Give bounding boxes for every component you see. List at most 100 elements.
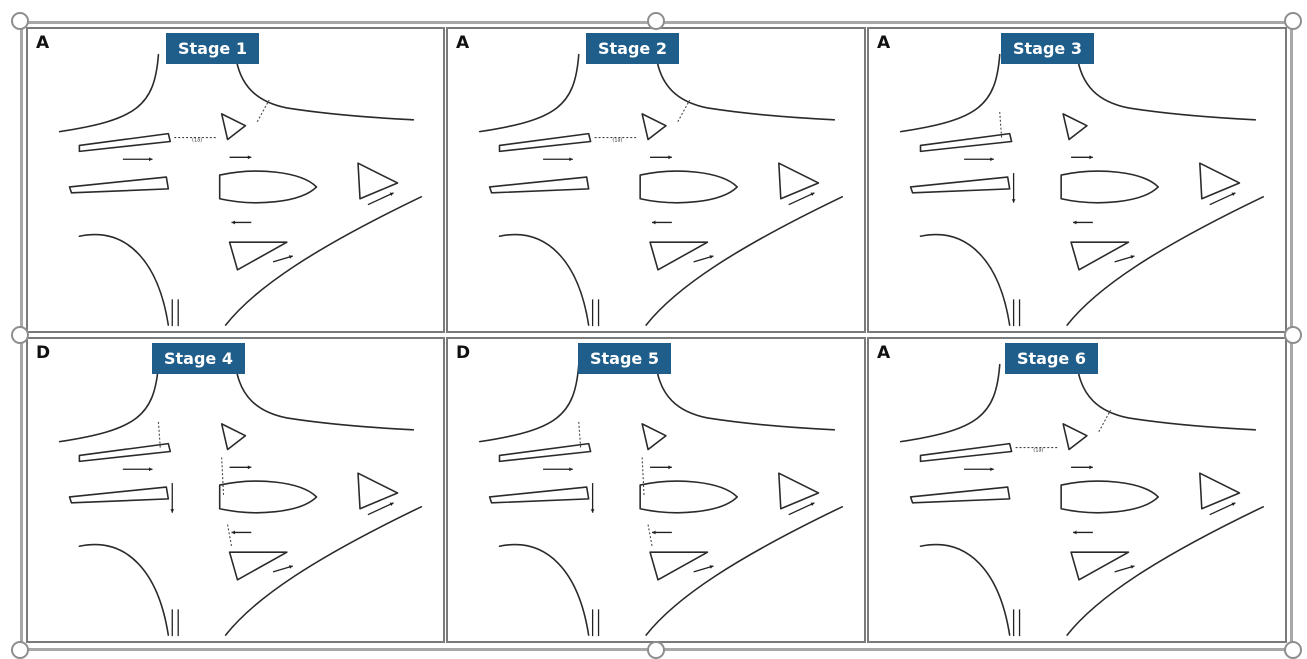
road-edge-upper-right	[1077, 365, 1255, 430]
road-edge-upper-right	[236, 55, 414, 120]
phase-label: (1a)	[192, 138, 202, 144]
stage-panel: (1a) A Stage 1	[26, 27, 445, 333]
traffic-arrowhead	[652, 221, 655, 225]
stage-label: Stage 2	[586, 33, 679, 64]
traffic-island	[500, 444, 591, 462]
traffic-lane-marks	[1014, 609, 1020, 636]
selection-handle-top-left[interactable]	[11, 12, 29, 30]
traffic-island	[1063, 114, 1087, 140]
traffic-island	[70, 177, 169, 193]
intersection-drawing: (1a)	[869, 339, 1285, 641]
traffic-island	[640, 481, 737, 513]
pedestrian-crossing-dashes	[648, 525, 652, 547]
selection-handle-middle-right[interactable]	[1284, 326, 1302, 344]
traffic-island	[500, 134, 591, 152]
road-edge-upper-right	[1077, 55, 1255, 120]
traffic-island	[222, 114, 246, 140]
traffic-arrowhead	[232, 221, 235, 225]
traffic-island	[650, 552, 707, 580]
pedestrian-crossing-dashes	[678, 100, 690, 122]
traffic-lane-marks	[1014, 299, 1020, 326]
traffic-arrowhead	[1089, 155, 1092, 159]
selection-handle-bottom-left[interactable]	[11, 641, 29, 659]
road-edge-lower-left	[500, 235, 589, 325]
selection-handle-top-middle[interactable]	[647, 12, 665, 30]
traffic-island	[79, 134, 170, 152]
traffic-arrowhead	[1089, 465, 1092, 469]
traffic-island	[650, 242, 707, 270]
panel-letter: A	[456, 33, 469, 53]
traffic-arrowhead	[170, 509, 174, 512]
traffic-arrowhead	[990, 467, 993, 471]
traffic-arrowhead	[569, 467, 572, 471]
traffic-arrowhead	[248, 465, 251, 469]
traffic-arrowhead	[149, 157, 152, 161]
traffic-island	[230, 552, 287, 580]
stage-label: Stage 5	[578, 343, 671, 374]
traffic-island	[911, 177, 1010, 193]
stage-label: Stage 3	[1001, 33, 1094, 64]
road-edge-upper-left	[901, 55, 1000, 132]
stage-label: Stage 4	[152, 343, 245, 374]
stage-panel: A Stage 3	[867, 27, 1287, 333]
traffic-island	[220, 481, 317, 513]
traffic-island	[921, 134, 1012, 152]
traffic-island	[230, 242, 287, 270]
traffic-island	[1061, 481, 1158, 513]
road-edge-lower-left	[921, 545, 1010, 635]
traffic-arrowhead	[232, 531, 235, 535]
panel-letter: A	[36, 33, 49, 53]
traffic-island	[1071, 552, 1128, 580]
traffic-arrowhead	[569, 157, 572, 161]
road-edge-lower-left	[500, 545, 589, 635]
selection-handle-middle-left[interactable]	[11, 326, 29, 344]
traffic-island	[1071, 242, 1128, 270]
traffic-arrowhead	[668, 465, 671, 469]
stage-panel: D Stage 5	[446, 337, 866, 643]
traffic-island	[222, 424, 246, 450]
selection-handle-top-right[interactable]	[1284, 12, 1302, 30]
traffic-lane-marks	[172, 299, 178, 326]
traffic-arrowhead	[1073, 221, 1076, 225]
traffic-island	[490, 177, 589, 193]
selection-handle-bottom-right[interactable]	[1284, 641, 1302, 659]
selection-handle-bottom-middle[interactable]	[647, 641, 665, 659]
traffic-island	[490, 487, 589, 503]
road-edge-upper-right	[236, 365, 414, 430]
traffic-island	[79, 444, 170, 462]
road-edge-lower-left	[79, 545, 168, 635]
road-edge-upper-left	[480, 55, 579, 132]
road-edge-upper-left	[60, 55, 159, 132]
traffic-island	[220, 171, 317, 203]
intersection-drawing	[28, 339, 443, 641]
traffic-arrowhead	[1012, 199, 1016, 202]
traffic-lane-marks	[593, 609, 599, 636]
panel-letter: D	[36, 343, 50, 363]
traffic-arrowhead	[1073, 531, 1076, 535]
traffic-arrowhead	[149, 467, 152, 471]
traffic-island	[642, 424, 666, 450]
traffic-island	[70, 487, 169, 503]
intersection-drawing	[448, 339, 864, 641]
traffic-island	[1061, 171, 1158, 203]
stage-panel: D Stage 4	[26, 337, 445, 643]
traffic-island	[642, 114, 666, 140]
traffic-arrowhead	[990, 157, 993, 161]
road-edge-upper-left	[901, 365, 1000, 442]
road-edge-upper-right	[656, 365, 834, 430]
traffic-arrowhead	[248, 155, 251, 159]
traffic-arrowhead	[668, 155, 671, 159]
traffic-lane-marks	[593, 299, 599, 326]
road-edge-upper-left	[480, 365, 579, 442]
panel-letter: D	[456, 343, 470, 363]
intersection-drawing	[869, 29, 1285, 331]
traffic-island	[911, 487, 1010, 503]
traffic-island	[640, 171, 737, 203]
stage-panel: (1a) A Stage 6	[867, 337, 1287, 643]
traffic-lane-marks	[172, 609, 178, 636]
traffic-arrowhead	[652, 531, 655, 535]
pedestrian-crossing-dashes	[228, 525, 232, 547]
traffic-island	[1063, 424, 1087, 450]
pedestrian-crossing-dashes	[1099, 410, 1111, 432]
